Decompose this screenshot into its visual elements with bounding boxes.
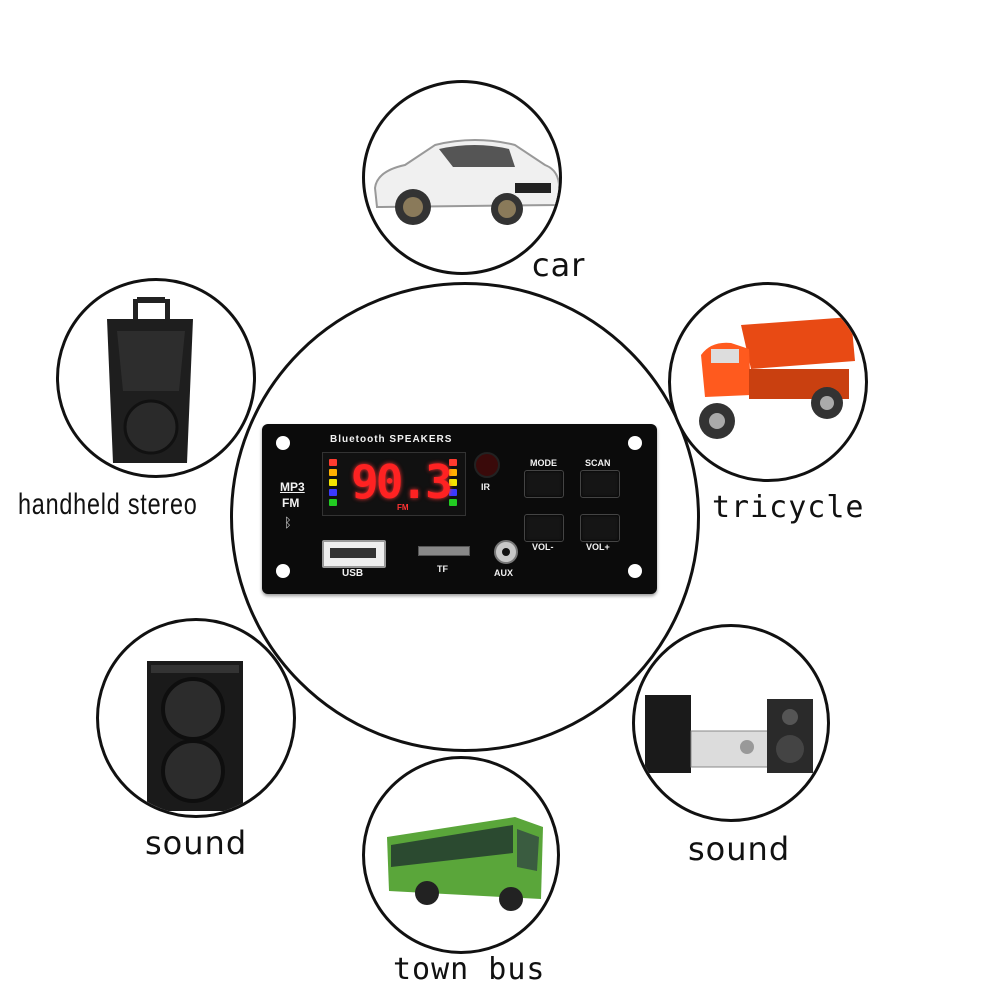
mode-label-mp3: MP3 xyxy=(280,480,305,494)
aux-label: AUX xyxy=(494,568,514,578)
ir-label: IR xyxy=(481,482,490,492)
mode-label-fm: FM xyxy=(282,496,300,510)
town-bus-circle xyxy=(362,756,560,954)
bluetooth-mp3-module: Bluetooth SPEAKERS MP3 FM ᛒ 90.3 FM IR M… xyxy=(262,424,657,594)
tricycle-circle xyxy=(668,282,868,482)
car-circle xyxy=(362,80,562,275)
mount-hole-tr xyxy=(628,436,642,450)
ir-sensor xyxy=(474,452,500,478)
vol-up-button[interactable] xyxy=(580,514,620,542)
led-display: 90.3 FM xyxy=(322,452,466,516)
mount-hole-bl xyxy=(276,564,290,578)
sound-left-circle xyxy=(96,618,296,818)
tf-card-slot[interactable] xyxy=(418,546,470,556)
label-car: car xyxy=(532,246,586,284)
label-town-bus: town bus xyxy=(393,952,546,987)
label-sound-right: sound xyxy=(688,830,791,868)
bluetooth-icon: ᛒ xyxy=(284,516,292,531)
vol-down-label: VOL- xyxy=(532,542,554,552)
scan-button[interactable] xyxy=(580,470,620,498)
car-icon xyxy=(373,139,559,225)
label-tricycle: tricycle xyxy=(712,490,865,525)
mode-button[interactable] xyxy=(524,470,564,498)
vol-down-button[interactable] xyxy=(524,514,564,542)
brand-text: Bluetooth SPEAKERS xyxy=(330,434,453,445)
display-value: 90.3 xyxy=(351,455,453,509)
label-handheld-stereo: handheld stereo xyxy=(18,488,198,521)
mode-button-label: MODE xyxy=(530,458,557,468)
scan-button-label: SCAN xyxy=(585,458,611,468)
label-sound-left: sound xyxy=(145,824,248,862)
speaker-icon xyxy=(107,297,193,463)
mount-hole-tl xyxy=(276,436,290,450)
tricycle-icon xyxy=(699,317,855,439)
usb-label: USB xyxy=(342,568,364,579)
display-unit: FM xyxy=(397,503,409,512)
sound-right-circle xyxy=(632,624,830,822)
tf-label: TF xyxy=(437,564,448,574)
vol-up-label: VOL+ xyxy=(586,542,610,552)
mount-hole-br xyxy=(628,564,642,578)
handheld-stereo-circle xyxy=(56,278,256,478)
stereo-system-icon xyxy=(645,695,813,773)
subwoofer-icon xyxy=(147,661,243,811)
aux-jack[interactable] xyxy=(494,540,518,564)
bus-icon xyxy=(387,817,543,911)
usb-port[interactable] xyxy=(322,540,386,568)
